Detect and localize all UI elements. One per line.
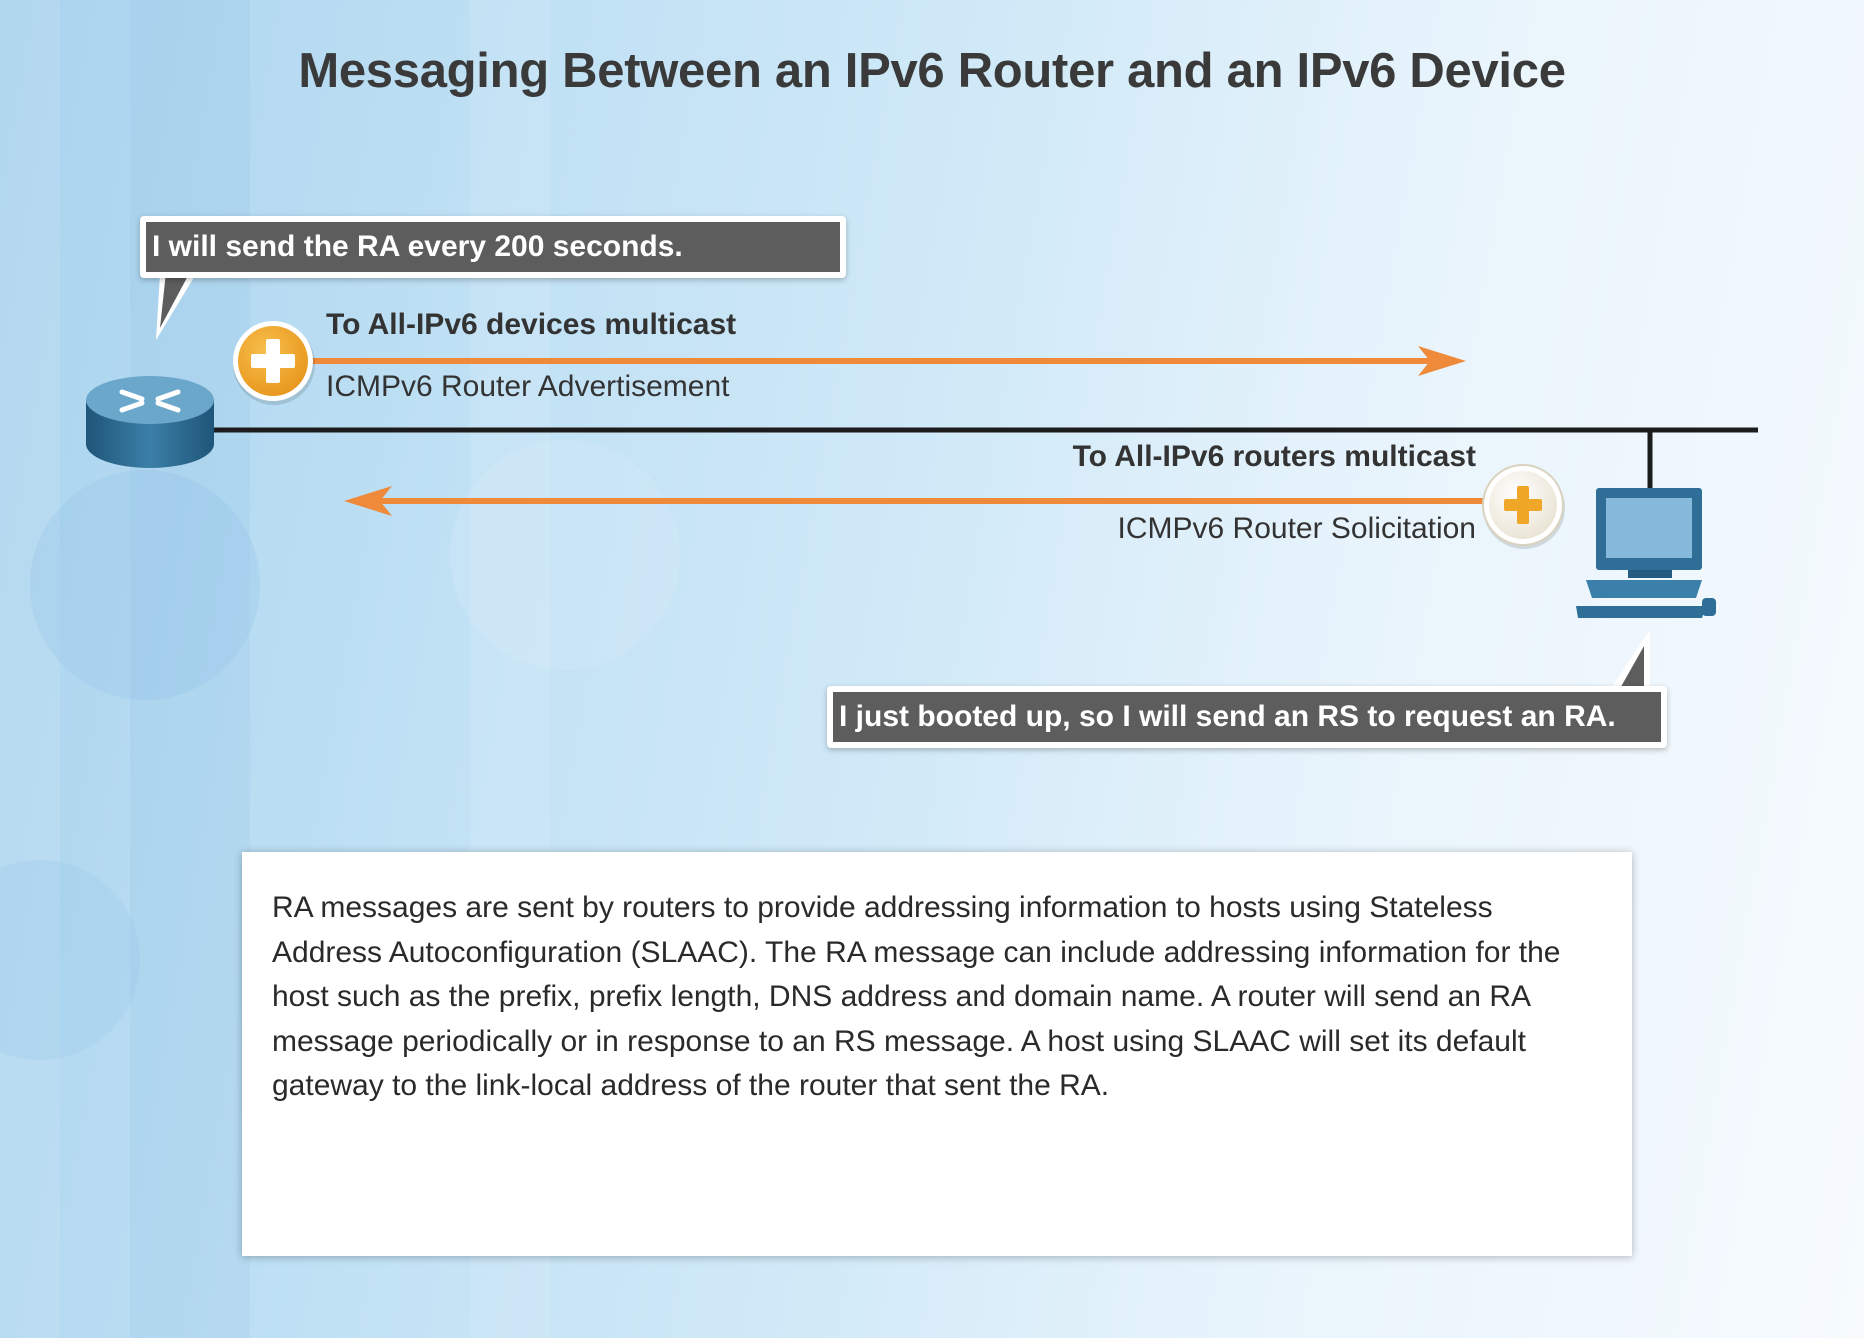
router-icon[interactable] [86, 376, 214, 468]
ra-message-type-label: ICMPv6 Router Advertisement [326, 370, 730, 403]
ra-arrow [300, 346, 1466, 376]
router-speech-bubble: I will send the RA every 200 seconds. [140, 216, 846, 278]
plus-icon [1504, 486, 1542, 524]
expand-ra-button[interactable] [233, 321, 315, 405]
page-title: Messaging Between an IPv6 Router and an … [298, 43, 1566, 98]
rs-arrow [344, 486, 1486, 516]
info-panel: RA messages are sent by routers to provi… [242, 852, 1632, 1256]
rs-message-type-label: ICMPv6 Router Solicitation [1117, 512, 1476, 545]
info-text: RA messages are sent by routers to provi… [272, 891, 1561, 1102]
expand-rs-button[interactable] [1482, 464, 1565, 549]
router-bubble-tail-fill [160, 272, 190, 328]
computer-icon[interactable] [1576, 488, 1716, 618]
host-bubble-tail-fill [1618, 646, 1644, 692]
rs-destination-label: To All-IPv6 routers multicast [1072, 440, 1476, 473]
host-speech-bubble: I just booted up, so I will send an RS t… [827, 686, 1667, 748]
plus-icon [251, 339, 295, 383]
ra-destination-label: To All-IPv6 devices multicast [326, 308, 737, 341]
